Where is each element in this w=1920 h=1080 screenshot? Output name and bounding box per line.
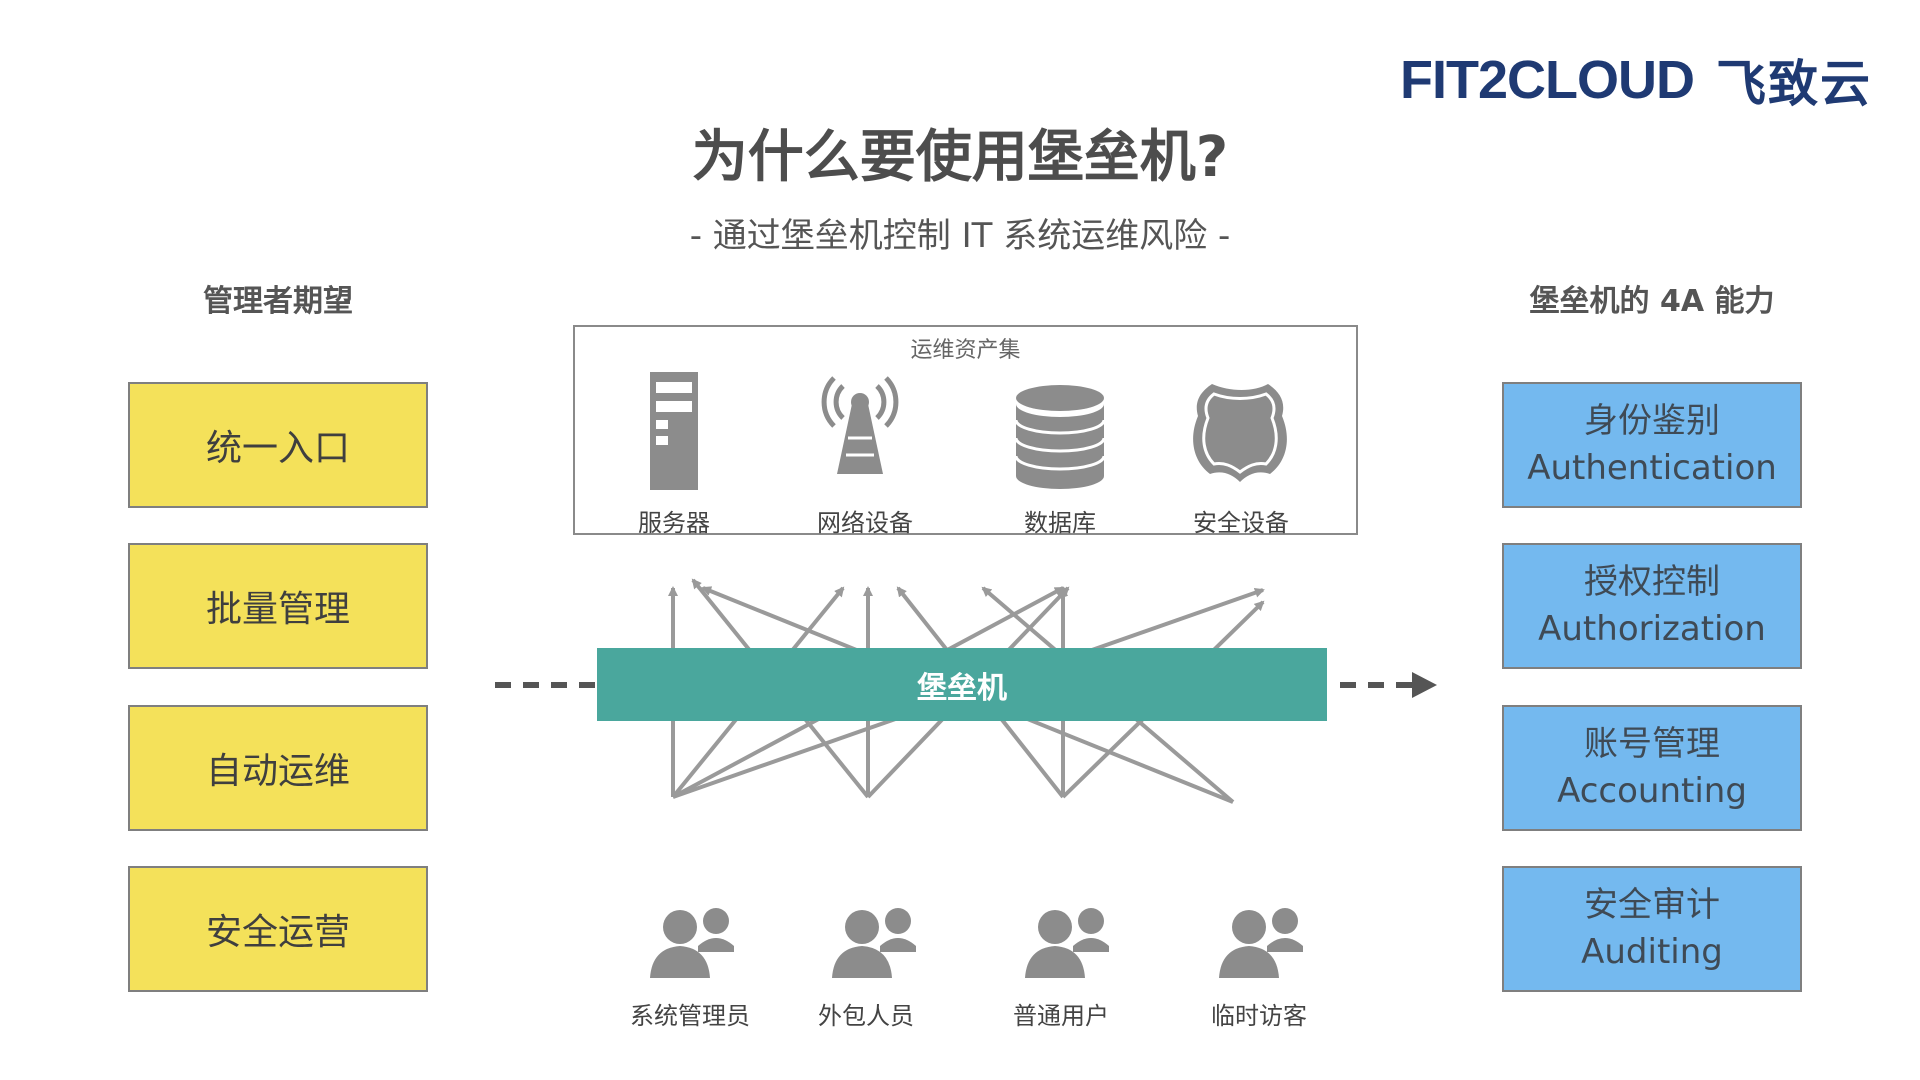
expectation-label: 自动运维 [205,751,350,792]
bastion-host-bar: 堡垒机 [597,648,1327,721]
expectation-box: 统一入口 [128,382,428,508]
capability-box: 安全审计 Auditing [1502,866,1802,992]
flow-out-arrowhead [1412,672,1437,698]
shield-icon [1193,384,1287,482]
antenna-tower-icon [821,376,899,474]
brand-logo-cn: 飞致云 [1716,56,1872,112]
brand-logo-text: FIT2CLOUD [1400,50,1695,110]
expectation-box: 批量管理 [128,543,428,669]
bastion-host-label: 堡垒机 [917,670,1007,706]
brand-logo: FIT2CLOUD 飞致云 [1400,50,1872,112]
capability-cn-label: 安全审计 [1584,885,1720,926]
capability-box: 身份鉴别 Authentication [1502,382,1802,508]
capability-en-label: Authorization [1538,609,1766,649]
capability-cn-label: 授权控制 [1584,562,1720,603]
capability-en-label: Auditing [1581,932,1723,972]
capability-en-label: Authentication [1527,448,1777,488]
capability-box: 授权控制 Authorization [1502,543,1802,669]
users-icon [1025,908,1109,978]
asset-label: 安全设备 [1193,509,1289,537]
database-icon [1014,385,1106,489]
user-label: 外包人员 [818,1002,914,1030]
asset-label: 网络设备 [817,509,913,537]
server-icon [650,372,698,490]
right-column-heading: 堡垒机的 4A 能力 [1529,284,1775,319]
capability-box: 账号管理 Accounting [1502,705,1802,831]
expectation-label: 批量管理 [205,589,350,630]
expectation-box: 自动运维 [128,705,428,831]
user-label: 普通用户 [1013,1002,1109,1030]
user-label: 临时访客 [1211,1002,1307,1030]
page-title: 为什么要使用堡垒机? [691,125,1229,190]
page-subtitle: - 通过堡垒机控制 IT 系统运维风险 - [689,216,1231,256]
expectation-label: 安全运营 [205,912,350,953]
capability-en-label: Accounting [1557,771,1747,811]
capability-cn-label: 身份鉴别 [1584,401,1720,442]
asset-set-title: 运维资产集 [910,338,1021,363]
left-column-heading: 管理者期望 [203,284,353,319]
expectation-label: 统一入口 [205,428,350,469]
asset-label: 数据库 [1024,509,1096,537]
users-icon [832,908,916,978]
user-label: 系统管理员 [630,1002,750,1030]
users-icon [1219,908,1303,978]
asset-label: 服务器 [638,509,710,537]
users-icon [650,908,734,978]
capability-cn-label: 账号管理 [1584,724,1720,765]
expectation-box: 安全运营 [128,866,428,992]
